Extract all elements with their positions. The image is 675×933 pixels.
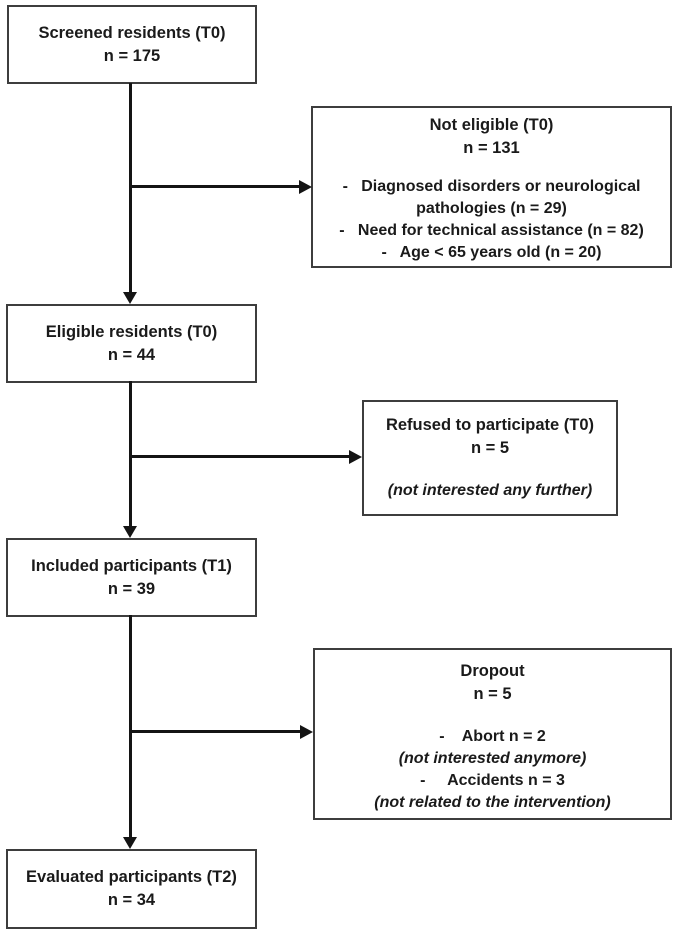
connector-included-to-evaluated — [129, 615, 132, 837]
arrowhead-down-icon — [123, 292, 137, 304]
arrowhead-right-icon — [349, 450, 362, 464]
arrowhead-right-icon — [300, 725, 313, 739]
box-title: Dropout — [460, 662, 525, 680]
reason-item: - Need for technical assistance (n = 82) — [339, 222, 644, 239]
box-title: Eligible residents (T0) — [45, 322, 218, 341]
box-refused-to-participate: Refused to participate (T0) n = 5 (not i… — [362, 400, 618, 516]
box-not-eligible: Not eligible (T0) n = 131 - Diagnosed di… — [311, 106, 672, 268]
dropout-item: - Accidents n = 3 — [420, 772, 565, 789]
connector-to-not-eligible — [130, 185, 299, 188]
box-count: n = 175 — [103, 46, 161, 65]
box-title: Evaluated participants (T2) — [26, 868, 237, 886]
box-title: Screened residents (T0) — [38, 23, 226, 42]
arrowhead-down-icon — [123, 837, 137, 849]
box-count: n = 5 — [470, 439, 510, 457]
connector-eligible-to-included — [129, 381, 132, 526]
dropout-note: (not interested anymore) — [398, 750, 587, 767]
box-title: Included participants (T1) — [31, 556, 232, 575]
box-screened-residents: Screened residents (T0) n = 175 — [7, 5, 257, 84]
box-title: Not eligible (T0) — [429, 116, 554, 134]
reason-item: - Age < 65 years old (n = 20) — [381, 244, 602, 261]
box-count: n = 39 — [107, 579, 156, 598]
box-count: n = 131 — [463, 139, 520, 157]
box-dropout: Dropout n = 5 - Abort n = 2 (not interes… — [313, 648, 672, 820]
refusal-note: (not interested any further) — [387, 482, 593, 499]
arrowhead-down-icon — [123, 526, 137, 538]
dropout-item: - Abort n = 2 — [439, 728, 546, 745]
arrowhead-right-icon — [299, 180, 312, 194]
box-count: n = 5 — [473, 685, 512, 703]
box-included-participants: Included participants (T1) n = 39 — [6, 538, 257, 617]
box-eligible-residents: Eligible residents (T0) n = 44 — [6, 304, 257, 383]
box-evaluated-participants: Evaluated participants (T2) n = 34 — [6, 849, 257, 929]
box-count: n = 44 — [107, 345, 156, 364]
connector-to-refused — [130, 455, 349, 458]
dropout-note: (not related to the intervention) — [374, 794, 611, 811]
box-title: Refused to participate (T0) — [385, 416, 595, 434]
reason-item: - Diagnosed disorders or neurological pa… — [342, 178, 641, 217]
connector-to-dropout — [130, 730, 300, 733]
box-count: n = 34 — [107, 891, 156, 909]
